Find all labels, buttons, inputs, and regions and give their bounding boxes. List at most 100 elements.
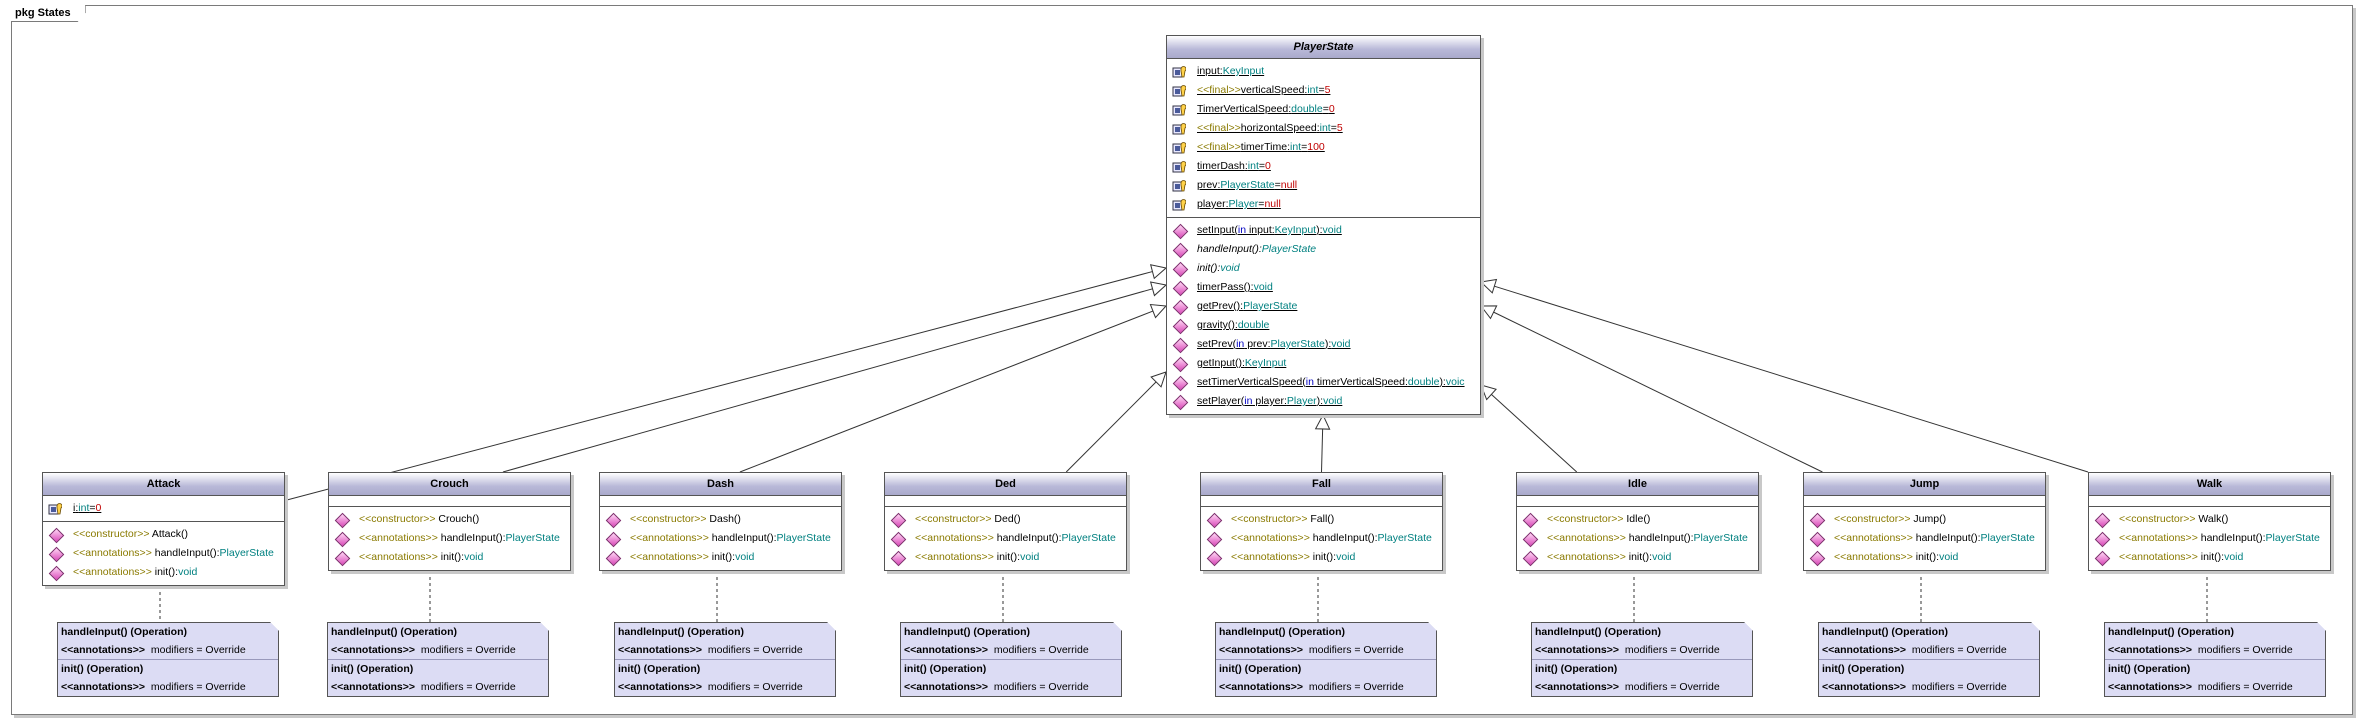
- operation-row[interactable]: <<constructor>> Crouch(): [329, 510, 570, 529]
- note-label: <<annotations>>: [1535, 644, 1620, 656]
- operation-row[interactable]: setPlayer(in player:Player):void: [1167, 392, 1480, 411]
- operation-name: handleInput():: [1197, 243, 1262, 255]
- attribute-separator: :: [1225, 198, 1229, 210]
- operation-row[interactable]: <<annotations>> handleInput():PlayerStat…: [600, 529, 841, 548]
- operation-stereotype: <<annotations>>: [630, 532, 709, 544]
- note-modifiers: modifiers = Override: [1906, 644, 2007, 656]
- class-jump[interactable]: Jump<<constructor>> Jump()<<annotations>…: [1803, 472, 2046, 571]
- operations-section: <<constructor>> Idle()<<annotations>> ha…: [1517, 507, 1758, 570]
- operation-icon: [48, 565, 65, 582]
- return-type: PlayerState: [505, 532, 560, 544]
- note-row: <<annotations>> modifiers = Override: [901, 678, 1121, 696]
- operation-row[interactable]: <<constructor>> Idle(): [1517, 510, 1758, 529]
- operation-row[interactable]: <<constructor>> Walk(): [2089, 510, 2330, 529]
- protected-attribute-icon: [1172, 104, 1186, 116]
- operation-text: setTimerVerticalSpeed(in timerVerticalSp…: [1197, 376, 1465, 388]
- operation-name: Fall(): [1310, 513, 1335, 525]
- class-playerstate[interactable]: PlayerState input:KeyInput<<final>>vertic…: [1166, 35, 1481, 415]
- operation-row[interactable]: init():void: [1167, 259, 1480, 278]
- attribute-row[interactable]: i:int=0: [43, 499, 284, 518]
- operation-row[interactable]: <<annotations>> init():void: [43, 563, 284, 582]
- operation-text: getInput():KeyInput: [1197, 357, 1286, 369]
- operation-row[interactable]: <<annotations>> handleInput():PlayerStat…: [329, 529, 570, 548]
- operation-row[interactable]: <<constructor>> Jump(): [1804, 510, 2045, 529]
- operation-stereotype: <<constructor>>: [1547, 513, 1624, 525]
- operation-stereotype: <<annotations>>: [1547, 532, 1626, 544]
- attribute-text: <<final>>timerTime:int=100: [1197, 141, 1325, 153]
- class-name: Walk: [2089, 473, 2330, 496]
- note-row: handleInput() (Operation): [615, 623, 835, 641]
- operation-note: handleInput() (Operation)<<annotations>>…: [1818, 622, 2040, 697]
- attribute-equals: =: [1330, 122, 1337, 134]
- note-row: handleInput() (Operation): [328, 623, 548, 641]
- note-label: handleInput() (Operation): [1822, 626, 1948, 638]
- operation-row[interactable]: setInput(in input:KeyInput):void: [1167, 221, 1480, 240]
- attribute-row[interactable]: input:KeyInput: [1167, 62, 1480, 81]
- operation-row[interactable]: <<annotations>> init():void: [600, 548, 841, 567]
- note-row: handleInput() (Operation): [901, 623, 1121, 641]
- note-row: <<annotations>> modifiers = Override: [2105, 678, 2325, 696]
- operation-row[interactable]: <<constructor>> Fall(): [1201, 510, 1442, 529]
- operation-row[interactable]: getInput():KeyInput: [1167, 354, 1480, 373]
- operation-row[interactable]: setPrev(in prev:PlayerState):void: [1167, 335, 1480, 354]
- operation-row[interactable]: <<annotations>> handleInput():PlayerStat…: [2089, 529, 2330, 548]
- class-name: PlayerState: [1167, 36, 1480, 59]
- operation-row[interactable]: <<annotations>> handleInput():PlayerStat…: [43, 544, 284, 563]
- attribute-separator: :: [1287, 141, 1290, 153]
- attributes-section: [1804, 496, 2045, 507]
- operation-row[interactable]: handleInput():PlayerState: [1167, 240, 1480, 259]
- note-row: <<annotations>> modifiers = Override: [615, 678, 835, 696]
- class-idle[interactable]: Idle<<constructor>> Idle()<<annotations>…: [1516, 472, 1759, 571]
- operation-row[interactable]: <<constructor>> Ded(): [885, 510, 1126, 529]
- attribute-row[interactable]: timerDash:int=0: [1167, 157, 1480, 176]
- class-crouch[interactable]: Crouch<<constructor>> Crouch()<<annotati…: [328, 472, 571, 571]
- class-name: Crouch: [329, 473, 570, 496]
- note-label: init() (Operation): [61, 663, 144, 675]
- operation-row[interactable]: timerPass():void: [1167, 278, 1480, 297]
- note-label: <<annotations>>: [1219, 644, 1304, 656]
- note-label: init() (Operation): [1822, 663, 1905, 675]
- operation-row[interactable]: <<annotations>> init():void: [1201, 548, 1442, 567]
- operation-stereotype: <<constructor>>: [630, 513, 707, 525]
- operation-row[interactable]: <<constructor>> Dash(): [600, 510, 841, 529]
- operation-row[interactable]: gravity():double: [1167, 316, 1480, 335]
- attribute-row[interactable]: <<final>>horizontalSpeed:int=5: [1167, 119, 1480, 138]
- parameter-type: Player: [1286, 395, 1317, 407]
- class-name: Dash: [600, 473, 841, 496]
- class-ded[interactable]: Ded<<constructor>> Ded()<<annotations>> …: [884, 472, 1127, 571]
- attribute-name: timerTime: [1240, 141, 1288, 153]
- attribute-row[interactable]: <<final>>verticalSpeed:int=5: [1167, 81, 1480, 100]
- operation-row[interactable]: <<annotations>> init():void: [329, 548, 570, 567]
- operation-name: Ded(): [994, 513, 1021, 525]
- operation-row[interactable]: <<annotations>> handleInput():PlayerStat…: [1201, 529, 1442, 548]
- note-label: handleInput() (Operation): [61, 626, 187, 638]
- operation-row[interactable]: <<annotations>> handleInput():PlayerStat…: [885, 529, 1126, 548]
- operation-row[interactable]: <<annotations>> init():void: [1804, 548, 2045, 567]
- operation-stereotype: <<annotations>>: [630, 551, 709, 563]
- protected-attribute-icon: [1172, 85, 1186, 97]
- operation-row[interactable]: <<annotations>> handleInput():PlayerStat…: [1804, 529, 2045, 548]
- class-dash[interactable]: Dash<<constructor>> Dash()<<annotations>…: [599, 472, 842, 571]
- note-row: init() (Operation): [58, 659, 278, 678]
- operation-row[interactable]: setTimerVerticalSpeed(in timerVerticalSp…: [1167, 373, 1480, 392]
- operation-note: handleInput() (Operation)<<annotations>>…: [2104, 622, 2326, 697]
- operation-row[interactable]: getPrev():PlayerState: [1167, 297, 1480, 316]
- operation-row[interactable]: <<constructor>> Attack(): [43, 525, 284, 544]
- class-walk[interactable]: Walk<<constructor>> Walk()<<annotations>…: [2088, 472, 2331, 571]
- operation-row[interactable]: <<annotations>> handleInput():PlayerStat…: [1517, 529, 1758, 548]
- attribute-row[interactable]: TimerVerticalSpeed:double=0: [1167, 100, 1480, 119]
- operation-row[interactable]: <<annotations>> init():void: [885, 548, 1126, 567]
- operation-stereotype: <<annotations>>: [1547, 551, 1626, 563]
- operation-note: handleInput() (Operation)<<annotations>>…: [1531, 622, 1753, 697]
- operation-row[interactable]: <<annotations>> init():void: [2089, 548, 2330, 567]
- class-fall[interactable]: Fall<<constructor>> Fall()<<annotations>…: [1200, 472, 1443, 571]
- attribute-row[interactable]: player:Player=null: [1167, 195, 1480, 214]
- parameter-type: double: [1407, 376, 1440, 388]
- attribute-row[interactable]: <<final>>timerTime:int=100: [1167, 138, 1480, 157]
- operation-stereotype: <<annotations>>: [2119, 551, 2198, 563]
- operation-row[interactable]: <<annotations>> init():void: [1517, 548, 1758, 567]
- operation-name: setTimerVerticalSpeed(: [1197, 376, 1306, 388]
- attribute-stereotype: <<final>>: [1197, 141, 1241, 153]
- attribute-row[interactable]: prev:PlayerState=null: [1167, 176, 1480, 195]
